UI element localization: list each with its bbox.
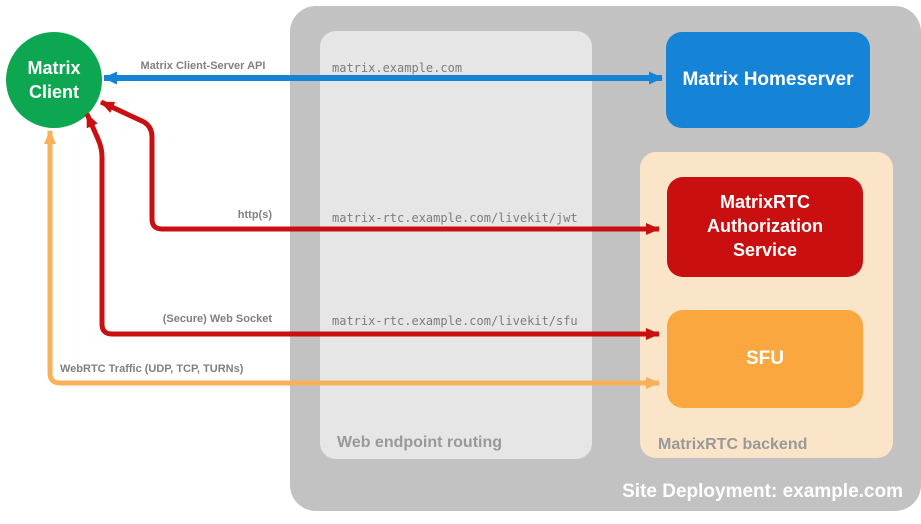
matrix-homeserver-node: Matrix Homeserver [666, 32, 870, 128]
matrix-endpoint-label: matrix.example.com [332, 61, 463, 75]
web-endpoint-routing-label: Web endpoint routing [337, 434, 503, 451]
site-deployment-label: Site Deployment: example.com [622, 481, 903, 502]
sfu-node: SFU [667, 310, 863, 408]
matrixrtc-authorization-service-node: MatrixRTC Authorization Service [667, 177, 863, 277]
client-server-api-label: Matrix Client-Server API [140, 60, 266, 72]
web-endpoint-routing-zone [320, 31, 592, 459]
livekit-jwt-endpoint-label: matrix-rtc.example.com/livekit/jwt [332, 211, 578, 225]
matrixrtc-backend-label: MatrixRTC backend [658, 436, 808, 453]
web-socket-label: (Secure) Web Socket [162, 313, 272, 325]
https-label: http(s) [237, 209, 272, 221]
matrix-client-node: Matrix Client [6, 32, 102, 128]
webrtc-traffic-label: WebRTC Traffic (UDP, TCP, TURNs) [60, 363, 244, 375]
livekit-sfu-endpoint-label: matrix-rtc.example.com/livekit/sfu [332, 314, 578, 328]
